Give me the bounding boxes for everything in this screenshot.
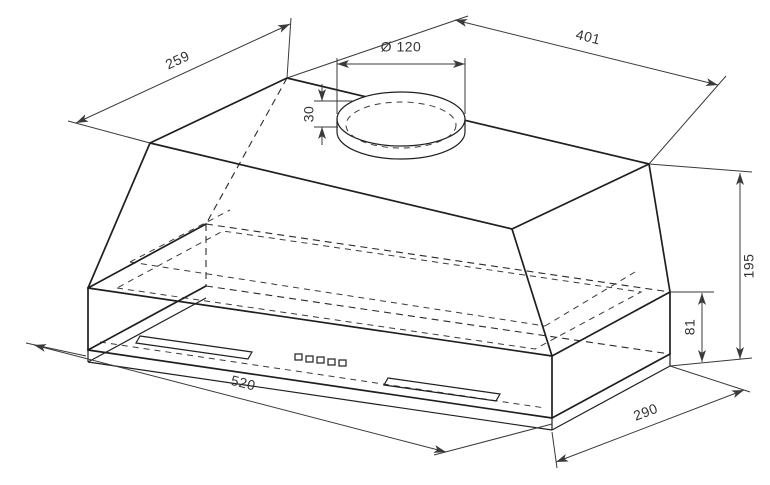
extension-line <box>669 357 753 367</box>
dim-label-lower-height: 81 <box>682 319 698 336</box>
lower-body-outline <box>87 223 671 419</box>
top-face-front-edge <box>149 142 513 230</box>
dimension-line <box>33 344 447 453</box>
dim-label-body-depth: 290 <box>631 400 660 424</box>
dimension-line <box>454 18 719 87</box>
extension-line <box>286 15 469 79</box>
box-bottom-left-edge <box>87 285 207 351</box>
collar-hidden-duct-hole <box>345 101 457 149</box>
dimension-line <box>75 23 291 124</box>
control-button <box>327 358 336 366</box>
dim-total-height: 195 <box>648 163 757 367</box>
dim-top-depth: 259 <box>67 17 292 144</box>
top-face-back-edge <box>286 77 650 165</box>
dim-label-collar-height: 30 <box>301 106 317 123</box>
collar-top-opening <box>336 91 466 147</box>
hidden-back-rim-edge <box>205 223 671 293</box>
canopy-front-left-slant-edge <box>87 142 151 289</box>
duct-collar <box>336 91 466 160</box>
filter-slot-left <box>135 335 253 360</box>
canopy-right-slant-edge <box>648 163 671 293</box>
base-flange-outline <box>87 297 671 431</box>
dim-label-collar-diameter: Ø 120 <box>381 39 422 55</box>
canopy-front-right-crease-edge <box>511 228 553 357</box>
hidden-filter-plane-front <box>129 261 546 327</box>
hidden-filter-plane-left <box>129 209 231 263</box>
rim-front-edge <box>87 287 553 357</box>
dim-label-top-depth: 259 <box>163 47 192 72</box>
dim-top-width: 401 <box>286 15 727 165</box>
extension-line <box>286 17 292 79</box>
top-face-right-edge <box>511 163 650 230</box>
flange-front-bottom-edge <box>87 361 553 431</box>
dim-lower-height: 81 <box>670 291 714 362</box>
control-button <box>305 355 314 363</box>
hidden-inner-liner-outline <box>115 230 643 350</box>
rim-left-edge <box>87 223 207 289</box>
hidden-back-left-slant-edge <box>205 77 288 225</box>
dimension-line <box>555 389 745 463</box>
rim-right-edge <box>551 291 671 357</box>
flange-left-bottom-edge <box>87 297 207 363</box>
control-button <box>338 359 347 367</box>
flange-right-bottom-edge <box>551 365 671 431</box>
front-panel-details <box>135 335 501 402</box>
dim-body-width: 520 <box>25 342 553 456</box>
top-face-left-edge <box>149 77 288 144</box>
dim-label-total-height: 195 <box>741 254 757 279</box>
extension-line <box>67 120 151 144</box>
box-bottom-front-edge <box>87 349 553 419</box>
extension-line <box>433 423 553 456</box>
dim-body-depth: 290 <box>551 365 751 469</box>
extension-line <box>551 431 558 469</box>
extension-line <box>648 75 727 165</box>
extension-line <box>669 365 751 393</box>
hidden-base-back-edge <box>205 285 671 355</box>
filter-slot-right <box>383 377 501 402</box>
control-button <box>316 356 325 364</box>
dim-label-body-width: 520 <box>229 372 257 394</box>
dim-collar-height: 30 <box>301 84 353 145</box>
control-button <box>294 353 303 361</box>
dim-label-top-width: 401 <box>574 26 602 48</box>
extension-line <box>648 163 753 173</box>
control-buttons <box>294 353 347 367</box>
